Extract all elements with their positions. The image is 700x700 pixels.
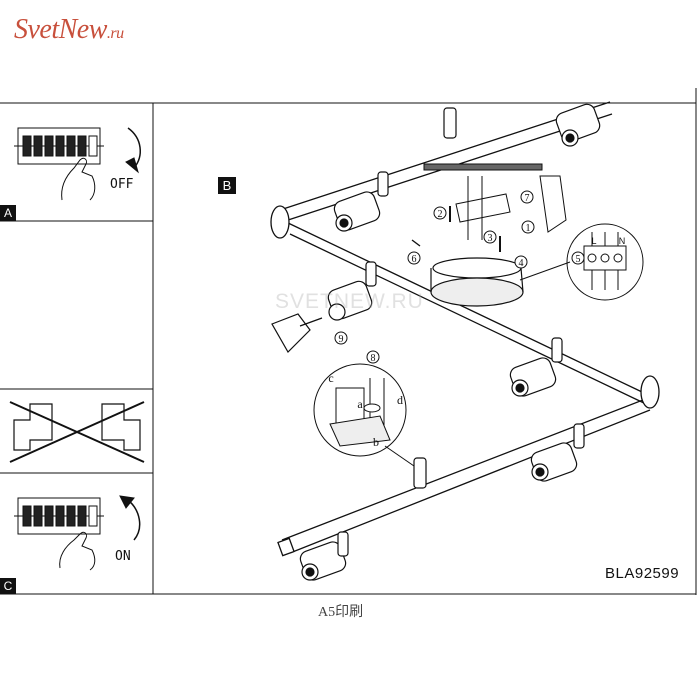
spot-head-5 <box>530 442 578 482</box>
step-label-5: 5 <box>576 254 581 265</box>
spot-head-1 <box>555 103 601 147</box>
terminal-block-detail <box>519 223 644 301</box>
spotlight-heads <box>271 103 601 581</box>
page-frame <box>0 88 697 595</box>
spot-head-4 <box>509 357 557 397</box>
detail-letter-b: b <box>373 435 379 449</box>
detail-letter-a: a <box>357 397 363 411</box>
panel-no-mount-icon <box>9 401 145 463</box>
step-label-1: 1 <box>526 223 531 234</box>
switch-on-text: ON <box>115 549 131 564</box>
breaker-switches-on-icon <box>22 505 98 527</box>
detail-letter-c: c <box>328 371 333 385</box>
step-label-9: 9 <box>339 334 344 345</box>
watermark-text: SVETNEW.RU <box>275 290 424 313</box>
bulb-icon <box>271 313 323 353</box>
mounting-detail <box>411 163 567 252</box>
track-brackets <box>337 107 585 557</box>
panel-a-breaker-off <box>14 127 141 201</box>
step-label-7: 7 <box>525 193 530 204</box>
footer-note: A5印刷 <box>318 605 364 620</box>
step-markers <box>334 190 585 364</box>
hand-on-icon <box>59 531 96 571</box>
panel-c-breaker-on <box>14 495 141 571</box>
step-label-8: 8 <box>371 353 376 364</box>
panel-label-b: B <box>218 177 236 194</box>
spot-head-2 <box>333 191 381 232</box>
panel-label-a: A <box>0 205 16 221</box>
step-label-2: 2 <box>438 209 443 220</box>
step-label-6: 6 <box>412 254 417 265</box>
terminal-letter-l: L <box>591 236 596 246</box>
wall-plug-icon <box>539 175 567 233</box>
spot-head-3 <box>327 280 373 321</box>
panel-label-c: C <box>0 578 16 594</box>
rotate-arrow-on-icon <box>127 499 141 541</box>
step-label-4: 4 <box>519 258 524 269</box>
switch-off-text: OFF <box>110 177 134 192</box>
ceiling-canopy <box>430 257 524 307</box>
brand-logo: SvetNew.ru <box>14 14 124 46</box>
product-code: BLA92599 <box>605 565 680 582</box>
brand-name: SvetNew <box>14 14 107 45</box>
step-label-3: 3 <box>488 233 493 244</box>
detail-letter-d: d <box>397 393 403 407</box>
brand-tld: .ru <box>106 25 124 42</box>
bracket-detail <box>313 363 415 467</box>
hand-icon <box>61 157 96 201</box>
breaker-switches-icon <box>22 135 98 157</box>
terminal-letter-n: N <box>619 236 626 246</box>
